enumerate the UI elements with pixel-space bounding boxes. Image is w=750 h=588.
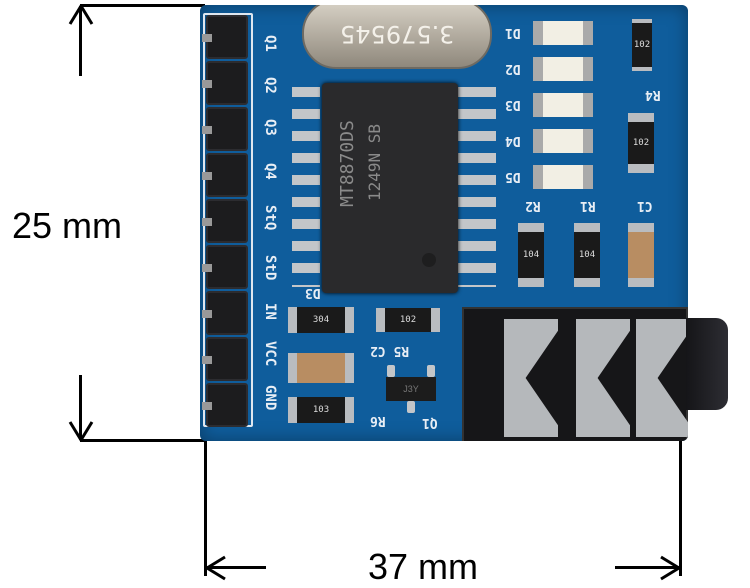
top-extension-line	[80, 4, 205, 7]
jack-contact	[504, 319, 558, 437]
resistor-array: 102	[632, 19, 652, 71]
dtmf-decoder-pcb: Q1 Q2 Q3 Q4 StQ StD IN VCC GND 3.579545 …	[200, 5, 688, 441]
height-arrow-upper	[79, 6, 82, 76]
header-pin	[202, 383, 248, 427]
label-d3: D3	[505, 97, 521, 112]
jack-contact	[636, 319, 688, 437]
arrow-right-icon	[660, 555, 681, 581]
header-pin	[202, 199, 248, 243]
label-q1-transistor: Q1	[422, 415, 438, 430]
resistor-r2: 104	[518, 223, 544, 287]
led-d1	[533, 21, 593, 45]
chip-pads-left	[292, 87, 320, 287]
capacitor-c1	[628, 223, 654, 287]
led-d5	[533, 165, 593, 189]
bottom-extension-line	[80, 439, 205, 442]
led-d4	[533, 129, 593, 153]
resistor-r6: 103	[288, 397, 354, 423]
transistor-q1: J3Y	[386, 377, 436, 401]
pin-label-vcc: VCC	[262, 341, 278, 367]
header-pin	[202, 291, 248, 335]
header-pin	[202, 15, 248, 59]
arrow-down-icon	[68, 421, 94, 442]
capacitor-c2	[288, 353, 354, 383]
resistor-r4: 102	[628, 113, 654, 173]
transistor-lead	[427, 365, 435, 377]
pin-label-in: IN	[262, 303, 278, 320]
height-label: 25 mm	[12, 205, 123, 246]
led-d3	[533, 93, 593, 117]
label-d1: D1	[505, 25, 521, 40]
pin-label-gnd: GND	[262, 385, 278, 411]
right-extension-line	[679, 440, 682, 576]
label-r4: R4	[645, 87, 661, 102]
transistor-code: J3Y	[403, 384, 419, 394]
resistor-r5: 102	[376, 308, 440, 332]
label-c1: C1	[637, 198, 653, 213]
ic-mt8870ds: MT8870DS 1249N SB	[322, 83, 458, 293]
label-r2: R2	[525, 198, 541, 213]
diode-d3: 304	[288, 307, 354, 333]
chip-part-number: MT8870DS	[336, 120, 358, 207]
led-d2	[533, 57, 593, 81]
label-r6: R6	[370, 413, 386, 428]
chip-pads-right	[458, 87, 496, 287]
crystal: 3.579545	[302, 5, 492, 69]
pin-label-q1: Q1	[262, 35, 278, 52]
width-label: 37 mm	[368, 546, 479, 587]
pin1-dot	[422, 253, 436, 267]
left-extension-line	[204, 440, 207, 576]
resistor-r1: 104	[574, 223, 600, 287]
header-pin	[202, 107, 248, 151]
arrow-left-icon	[205, 555, 226, 581]
height-arrow-lower	[79, 375, 82, 440]
pin-label-std: StD	[262, 255, 278, 281]
pin-label-q2: Q2	[262, 77, 278, 94]
jack-contact	[576, 319, 630, 437]
arrow-up-icon	[68, 4, 94, 25]
label-d3-diode: D3	[305, 285, 321, 300]
crystal-frequency: 3.579545	[339, 20, 455, 48]
pin-label-stq: StQ	[262, 205, 278, 231]
label-r1: R1	[580, 198, 596, 213]
transistor-lead	[387, 365, 395, 377]
header-pin	[202, 245, 248, 289]
label-d4: D4	[505, 133, 521, 148]
chip-lot-code: 1249N SB	[365, 123, 385, 202]
width-arrow-right	[615, 566, 680, 569]
pin-label-q4: Q4	[262, 163, 278, 180]
header-pin	[202, 337, 248, 381]
label-d2: D2	[505, 61, 521, 76]
pin-label-q3: Q3	[262, 119, 278, 136]
transistor-lead	[407, 401, 415, 413]
label-r5-c2: R5 C2	[370, 343, 410, 358]
jack-barrel	[686, 318, 728, 410]
width-arrow-left	[206, 566, 266, 569]
header-pin	[202, 61, 248, 105]
header-pin	[202, 153, 248, 197]
label-d5: D5	[505, 169, 521, 184]
audio-jack	[462, 307, 688, 441]
